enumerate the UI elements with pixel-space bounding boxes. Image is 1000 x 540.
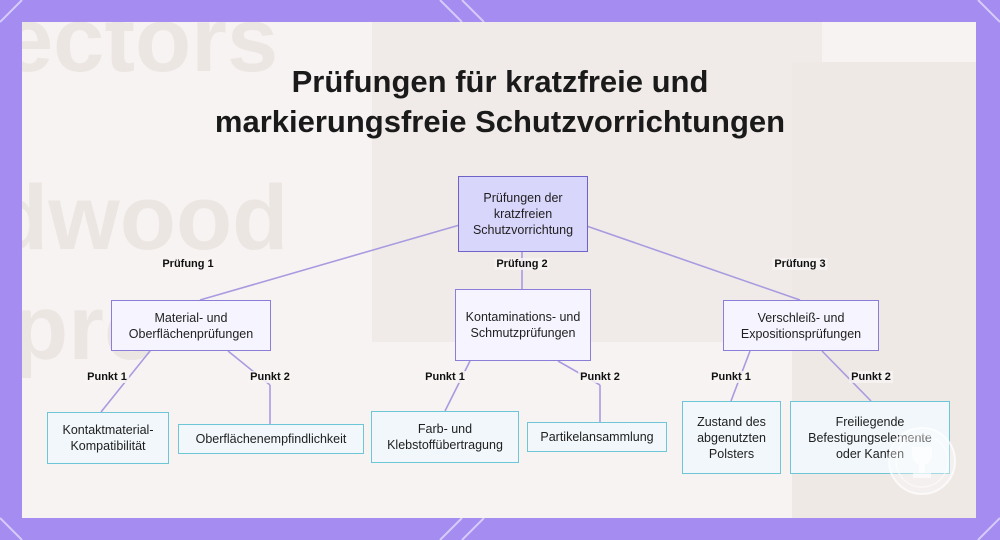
edge-label-m3-punkt-2: Punkt 2	[849, 371, 893, 383]
bg-window-shape	[372, 22, 822, 342]
edge-m2-l3	[444, 360, 471, 412]
leaf-worn-pad: Zustand des abgenutzten Polsters	[682, 401, 781, 474]
title-line-2: markierungsfreie Schutzvorrichtungen	[214, 104, 786, 139]
root-node: Prüfungen der kratzfreien Schutzvorricht…	[458, 176, 588, 252]
edge-label-m2-punkt-1: Punkt 1	[423, 371, 467, 383]
node-contamination: Kontaminations- und Schmutzprüfungen	[455, 289, 591, 361]
edge-label-m1-punkt-2: Punkt 2	[248, 371, 292, 383]
edge-m3-l6	[821, 350, 872, 402]
node-material-surface: Material- und Oberflächenprüfungen	[111, 300, 271, 351]
leaf-exposed-fasteners: Freiliegende Befestigungselemente oder K…	[790, 401, 950, 474]
leaf-color-adhesive: Farb- und Klebstoffübertragung	[371, 411, 519, 463]
edge-label-m1-punkt-1: Punkt 1	[85, 371, 129, 383]
trophy-badge-icon	[888, 427, 956, 495]
leaf-contact-compatibility: Kontaktmaterial-Kompatibilität	[47, 412, 169, 464]
page-title: Prüfungen für kratzfreie und markierungs…	[0, 62, 1000, 142]
edge-label-pruefung-1: Prüfung 1	[160, 258, 216, 270]
bg-word-2: dwood	[22, 167, 289, 269]
leaf-surface-sensitivity: Oberflächenempfindlichkeit	[178, 424, 364, 454]
edge-label-m3-punkt-1: Punkt 1	[709, 371, 753, 383]
node-wear-exposure: Verschleiß- und Expositionsprüfungen	[723, 300, 879, 351]
edge-label-pruefung-3: Prüfung 3	[772, 258, 828, 270]
edge-root-m1	[199, 221, 471, 301]
leaf-particle-buildup: Partikelansammlung	[527, 422, 667, 452]
title-line-1: Prüfungen für kratzfreie und	[291, 64, 709, 99]
edge-label-pruefung-2: Prüfung 2	[494, 258, 550, 270]
bg-word-1: ectors	[22, 22, 279, 91]
edge-root-m3	[574, 221, 801, 301]
edge-label-m2-punkt-2: Punkt 2	[578, 371, 622, 383]
